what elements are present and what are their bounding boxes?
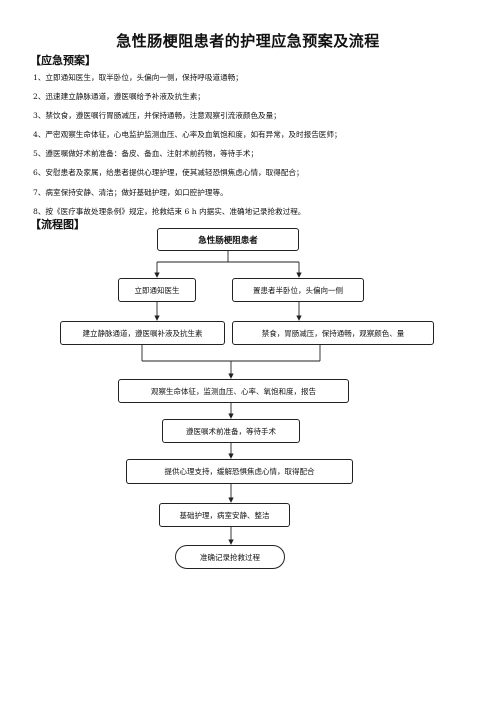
emergency-step: 5、遵医嘱做好术前准备：备皮、备血、注射术前药物，等待手术； (33, 149, 259, 159)
flow-node-fasting: 禁食，胃肠减压，保持通畅，观察颜色、量 (232, 321, 434, 345)
flow-node-iv-access: 建立静脉通道，遵医嘱补液及抗生素 (60, 321, 225, 345)
emergency-step: 3、禁饮食，遵医嘱行胃肠减压，并保持通畅，注意观察引流液颜色及量； (33, 111, 281, 121)
emergency-step: 7、病室保持安静、清洁；做好基础护理，如口腔护理等。 (33, 187, 228, 197)
flow-node-basic-care: 基础护理，病室安静、整洁 (159, 503, 290, 527)
emergency-step: 2、迅速建立静脉通道，遵医嘱给予补液及抗生素； (33, 92, 205, 102)
emergency-step: 1、立即通知医生，取半卧位，头偏向一侧，保持呼吸道通畅； (33, 73, 243, 82)
emergency-step: 6、安慰患者及家属，给患者提供心理护理，使其减轻恐惧焦虑心情，取得配合； (33, 168, 304, 178)
emergency-plan-heading: 【应急预案】 (30, 54, 96, 67)
flow-node-position: 置患者半卧位，头偏向一侧 (232, 278, 364, 302)
flow-node-psych-support: 提供心理支持，缓解恐惧焦虑心情，取得配合 (126, 459, 353, 484)
document-title: 急性肠梗阻患者的护理应急预案及流程 (116, 32, 380, 50)
flow-node-patient: 急性肠梗阻患者 (157, 228, 299, 251)
flowchart-heading: 【流程图】 (30, 218, 85, 231)
flow-node-record: 准确记录抢救过程 (175, 545, 285, 569)
flow-node-notify-doctor: 立即通知医生 (118, 278, 196, 302)
emergency-steps-list: 1、立即通知医生，取半卧位，头偏向一侧，保持呼吸道通畅； 2、迅速建立静脉通道，… (33, 72, 483, 225)
emergency-step: 4、严密观察生命体征，心电监护监测血压、心率及血氧饱和度，如有异常，及时报告医师… (33, 130, 342, 140)
flow-node-observe-vitals: 观察生命体征，监测血压、心率、氧饱和度，报告 (118, 379, 349, 403)
emergency-step: 8、按《医疗事故处理条例》规定，抢救结束 6 h 内据实、准确地记录抢救过程。 (33, 206, 306, 216)
flow-node-pre-op: 遵医嘱术前准备，等待手术 (162, 419, 300, 443)
